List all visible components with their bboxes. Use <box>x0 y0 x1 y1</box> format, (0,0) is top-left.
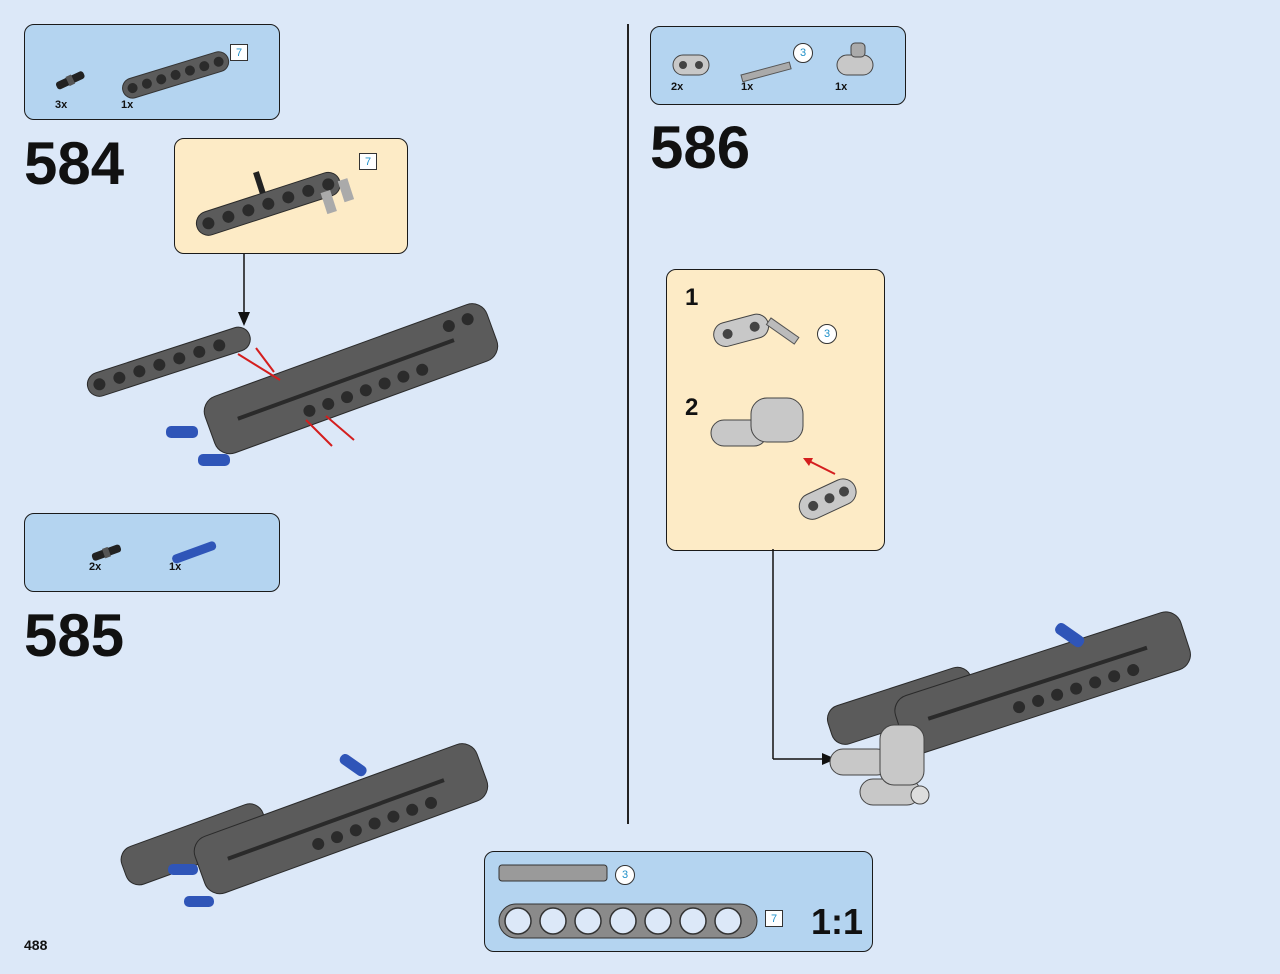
scale-label: 1:1 <box>811 901 864 942</box>
parts-list-585: 2x 1x <box>24 513 280 592</box>
sub-assembly-art <box>195 171 355 236</box>
length-badge: 3 <box>817 324 837 344</box>
step-585-assembly <box>120 743 489 907</box>
step-584-assembly <box>86 254 499 466</box>
parts-list-584: 3x 1x 7 <box>24 24 280 120</box>
parts-art-585 <box>91 541 217 564</box>
axle-3-icon <box>740 61 792 83</box>
friction-pin-icon <box>91 544 122 561</box>
sub-assembly-callout-586: 1 2 3 <box>666 269 885 551</box>
sub-assembly-callout-584: 7 <box>174 138 408 254</box>
scale-art <box>498 864 758 939</box>
part-qty: 1x <box>169 561 182 573</box>
length-badge: 7 <box>359 153 377 170</box>
axle-3-icon <box>498 864 608 882</box>
sub-step-number: 1 <box>685 284 699 311</box>
parts-art-584 <box>55 51 230 99</box>
part-qty: 1x <box>121 99 134 111</box>
part-qty: 3x <box>55 99 68 111</box>
l-beam-icon <box>672 54 710 76</box>
blue-long-pin-icon <box>172 541 217 564</box>
part-qty: 2x <box>89 561 102 573</box>
friction-pin-icon <box>55 71 85 90</box>
beam-7-icon <box>498 903 758 939</box>
part-qty: 1x <box>741 81 754 93</box>
step-number: 584 <box>24 130 125 197</box>
sub-step-number: 2 <box>685 394 699 421</box>
length-badge: 3 <box>615 865 635 885</box>
length-badge: 3 <box>793 43 813 63</box>
step-586-assembly <box>772 549 1191 806</box>
part-qty: 2x <box>671 81 684 93</box>
scale-reference-box: 3 7 1:1 <box>484 851 873 952</box>
parts-list-586: 2x 1x 1x 3 <box>650 26 906 105</box>
part-qty: 1x <box>835 81 848 93</box>
step-number: 586 <box>650 114 751 181</box>
length-badge: 7 <box>230 44 248 61</box>
beam-7-icon <box>122 51 230 99</box>
page-number: 488 <box>24 937 48 953</box>
parts-art-586 <box>672 42 874 83</box>
attached-sub-assembly <box>829 724 930 806</box>
column-divider <box>627 24 629 824</box>
length-badge: 7 <box>765 910 783 927</box>
connector-icon <box>836 42 874 76</box>
sub-assembly-art <box>710 313 857 520</box>
step-number: 585 <box>24 602 125 669</box>
